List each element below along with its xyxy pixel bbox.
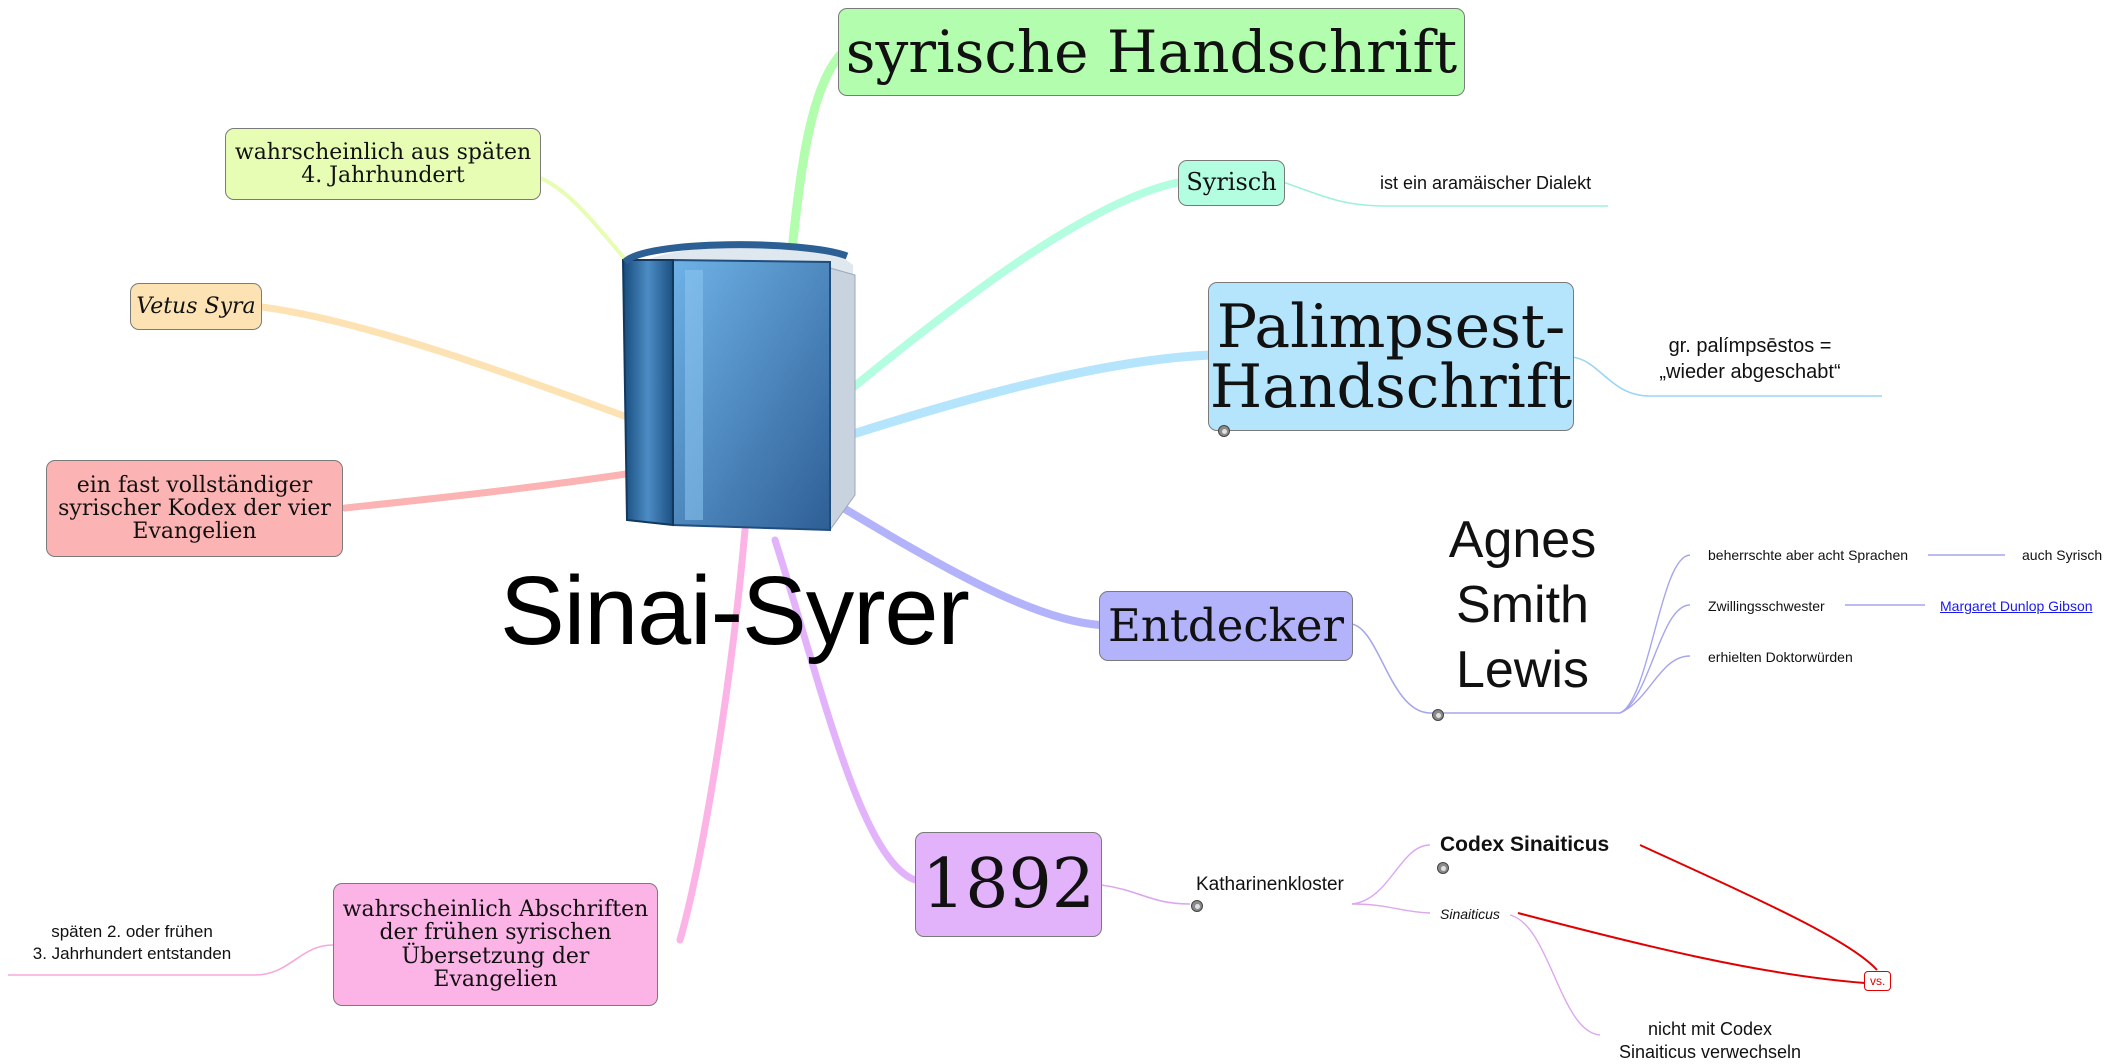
topic-palimpsest[interactable]: Palimpsest- Handschrift (1208, 282, 1574, 431)
link-place-codex (1351, 844, 1431, 905)
fact-sprachen[interactable]: beherrschte aber acht Sprachen (1708, 547, 1909, 563)
topic-entdecker[interactable]: Entdecker (1099, 591, 1353, 661)
link-abschriften-note (8, 944, 334, 976)
fact-sprachen-sub[interactable]: auch Syrisch (2022, 547, 2103, 563)
link-palimpsest-note (1571, 356, 1882, 397)
palimpsest-note[interactable]: gr. palímpsēstos = „wieder abgeschabt“ (1659, 335, 1841, 383)
katharinenkloster[interactable]: Katharinenkloster (1196, 874, 1344, 895)
codex-sinaiticus[interactable]: Codex Sinaiticus (1440, 833, 1610, 856)
topic-syrisch-label: Syrisch (1186, 168, 1277, 197)
attachment-icon[interactable] (1218, 425, 1230, 437)
fact-doktorwuerden[interactable]: erhielten Doktorwürden (1708, 649, 1853, 665)
topic-datierung-label: wahrscheinlich aus späten 4. Jahrhundert (234, 139, 532, 188)
syrisch-note[interactable]: ist ein aramäischer Dialekt (1380, 173, 1592, 193)
topic-kodex[interactable]: ein fast vollständiger syrischer Kodex d… (46, 460, 343, 557)
abschriften-note[interactable]: späten 2. oder frühen 3. Jahrhundert ent… (32, 922, 232, 964)
conflict-line-codex (1639, 844, 1878, 971)
link-entdecker-person (1351, 623, 1620, 714)
link-place-sinaiticus (1351, 903, 1431, 914)
link-handschrift (785, 50, 845, 275)
attachment-icon[interactable] (1432, 709, 1444, 721)
warning-note[interactable]: nicht mit Codex Sinaiticus verwechseln (1618, 1019, 1802, 1062)
link-fact-3 (1619, 655, 1691, 714)
conflict-line-sinaiticus (1517, 912, 1866, 984)
topic-1892[interactable]: 1892 (915, 832, 1102, 937)
topic-1892-label: 1892 (921, 844, 1096, 924)
link-syrisch (846, 178, 1184, 394)
fact-zwillingsschwester[interactable]: Zwillingsschwester (1708, 598, 1825, 614)
link-abschriften (676, 526, 749, 944)
person-agnes-smith-lewis[interactable]: Agnes Smith Lewis (1448, 511, 1597, 699)
sinaiticus-label[interactable]: Sinaiticus (1440, 906, 1500, 922)
attachment-icon[interactable] (1437, 862, 1449, 874)
link-sinaiticus-warning (1509, 914, 1601, 1036)
topic-vetus-syra-label: Vetus Syra (136, 293, 256, 319)
link-fact-1 (1619, 554, 1691, 714)
topic-abschriften-label: wahrscheinlich Abschriften der frühen sy… (342, 897, 649, 992)
link-year (771, 536, 919, 884)
book-icon (621, 241, 856, 532)
link-fact-2 (1619, 604, 1691, 714)
topic-syrische-handschrift[interactable]: syrische Handschrift (838, 8, 1465, 96)
topic-entdecker-label: Entdecker (1108, 599, 1344, 653)
link-entdecker (826, 496, 1104, 629)
topic-abschriften[interactable]: wahrscheinlich Abschriften der frühen sy… (333, 883, 658, 1006)
link-margaret-dunlop-gibson[interactable]: Margaret Dunlop Gibson (1940, 598, 2093, 614)
link-datum (538, 176, 632, 267)
link-kodex (341, 468, 644, 512)
topic-vetus-syra[interactable]: Vetus Syra (130, 283, 262, 330)
topic-datierung[interactable]: wahrscheinlich aus späten 4. Jahrhundert (225, 128, 541, 200)
link-palimpsest (845, 350, 1215, 440)
topic-syrische-handschrift-label: syrische Handschrift (845, 17, 1458, 86)
center-title[interactable]: Sinai-Syrer (500, 556, 970, 665)
topic-kodex-label: ein fast vollständiger syrischer Kodex d… (58, 472, 331, 545)
topic-syrisch[interactable]: Syrisch (1178, 160, 1285, 206)
link-syrisch-note (1282, 181, 1608, 207)
link-vetus (258, 303, 639, 424)
conflict-vs-badge[interactable]: vs. (1864, 971, 1892, 991)
link-year-place (1100, 884, 1191, 905)
topic-palimpsest-label: Palimpsest- Handschrift (1209, 291, 1573, 422)
attachment-icon[interactable] (1191, 900, 1203, 912)
